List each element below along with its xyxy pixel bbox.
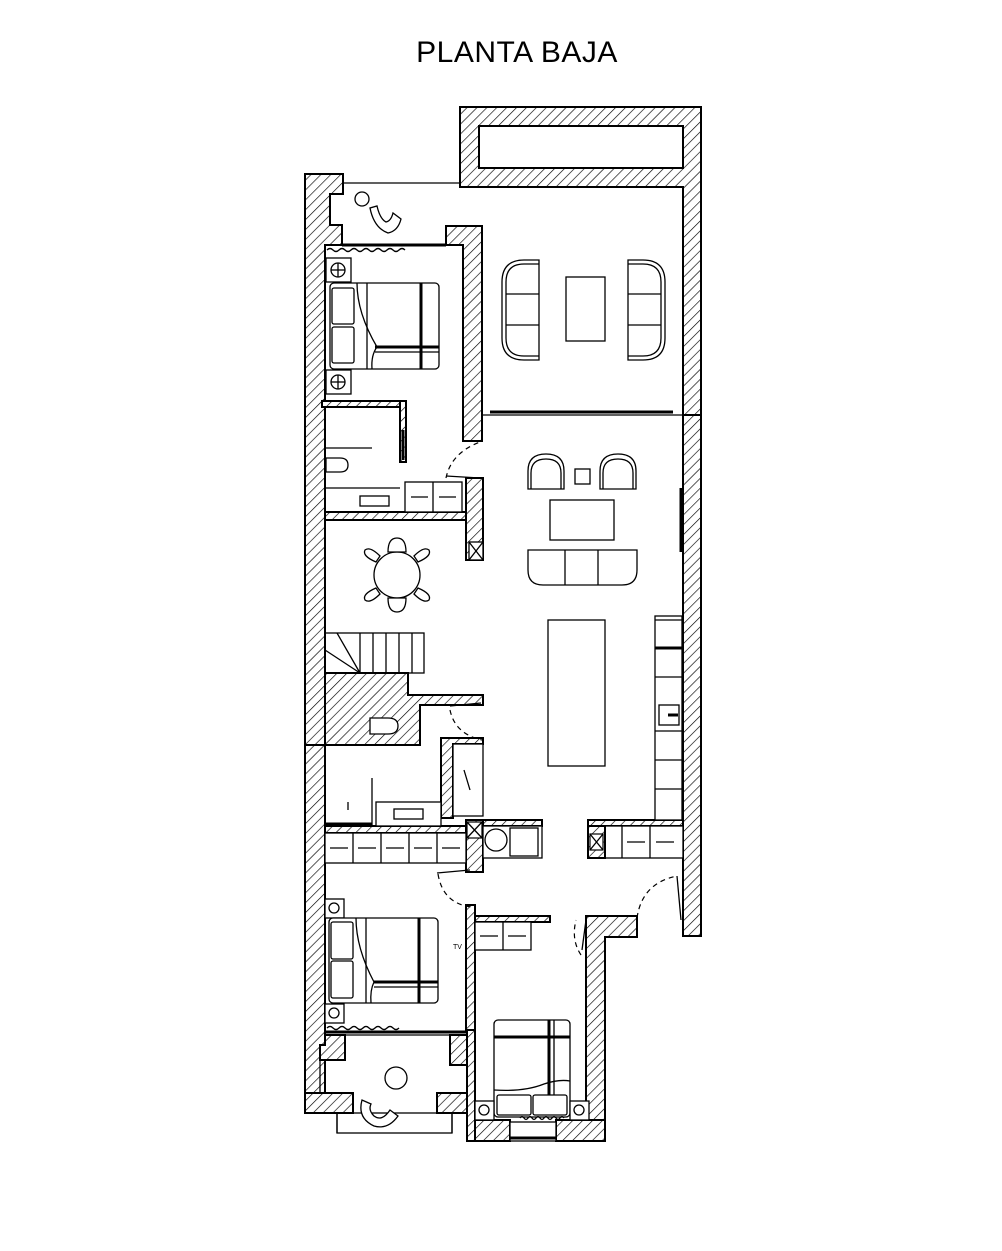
door-swing [449,709,483,741]
terrace-top [342,182,460,247]
lounge [527,453,683,586]
armchair-icon [360,1099,399,1128]
staircase [324,632,425,674]
side-table-icon [574,468,591,485]
kitchen [547,615,684,859]
door-icon [449,702,482,707]
window [509,1121,557,1142]
nightstand-icon [324,898,345,919]
tv-label: TV [453,944,462,951]
dryer-icon [509,827,539,857]
door-icon [436,869,471,874]
nightstand-icon [474,1100,495,1121]
sofa-icon [627,259,666,361]
nightstand-icon [324,1003,345,1024]
entry-cabinet [474,921,532,951]
sofa-icon [501,259,540,361]
side-table-icon [354,191,370,207]
sink-icon [359,495,390,507]
entry [436,869,682,956]
round-table-icon [373,551,421,599]
toilet-icon [325,457,349,473]
armchair-icon [599,453,637,490]
terrace-bottom [319,1034,453,1134]
bathroom-1 [321,400,484,561]
sofa-icon [527,549,638,586]
bathroom-2 [325,702,484,827]
nightstand-icon [569,1100,590,1121]
nightstand-icon [325,257,352,283]
laundry [324,821,543,864]
plan-title: PLANTA BAJA [416,36,618,69]
door-icon [581,919,587,951]
washer-icon [484,828,508,852]
sink-icon [393,808,424,820]
walls [304,106,702,1142]
side-table-icon [384,1066,408,1090]
living-room [482,259,683,416]
main-door-icon [676,875,682,921]
bedroom-2: TV [324,898,466,1034]
kitchen-island-icon [547,619,606,767]
door-swing [573,919,582,956]
curtain-icon [326,1025,400,1031]
bedroom-3 [474,1019,590,1142]
door-swing [437,873,473,908]
door-icon [445,475,481,479]
door-swing [445,441,481,479]
armchair-icon [369,205,402,234]
coffee-table-icon [549,499,615,541]
main-door-swing [636,875,678,919]
toilet-icon [369,717,399,735]
bedroom-1 [325,247,440,395]
curtain-icon [326,247,406,253]
dining [363,537,431,613]
armchair-icon [527,453,565,490]
curtain-icon [519,1115,565,1121]
coffee-table-icon [565,276,606,342]
wardrobe-icon [452,743,484,817]
